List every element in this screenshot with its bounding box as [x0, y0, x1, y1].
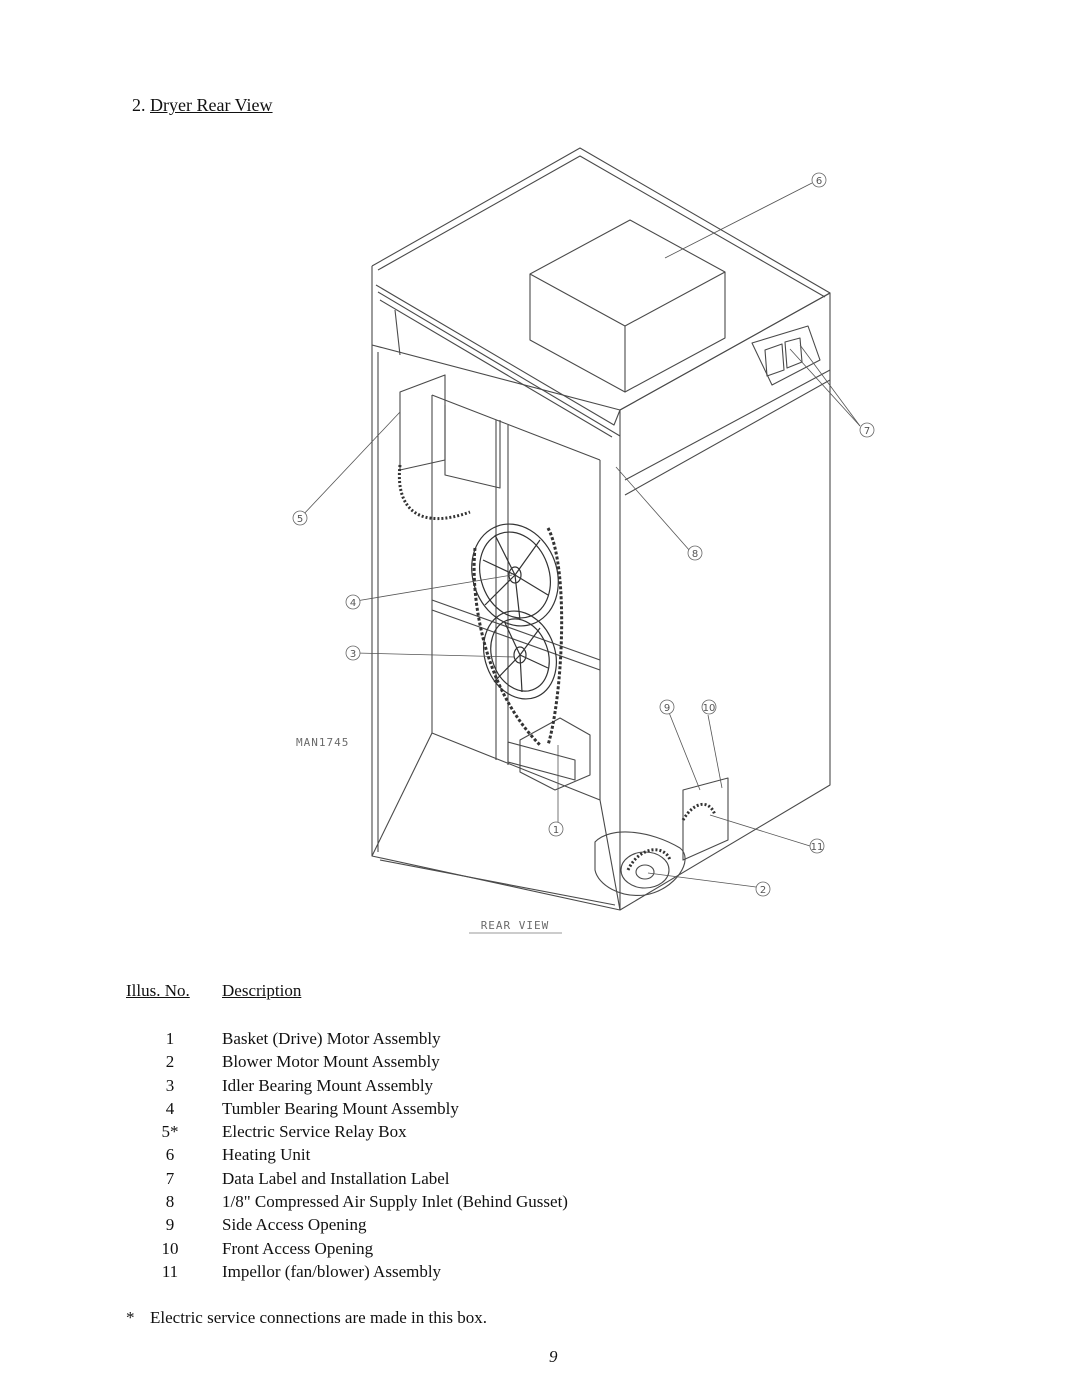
callout-marker-4 [345, 594, 361, 610]
section-title: Dryer Rear View [150, 95, 273, 115]
page-number: 9 [549, 1347, 558, 1366]
section-heading: 2. Dryer Rear View [132, 95, 273, 116]
dryer-rear-view-diagram: 1 2 3 4 5 6 7 8 9 10 11 MAN1745 REAR VIE… [292, 147, 875, 934]
legend-item: 6 Heating Unit [0, 1143, 1080, 1166]
legend-item-number: 9 [165, 1215, 175, 1235]
legend-item: 10 Front Access Opening [0, 1237, 1080, 1260]
legend-item-description: Blower Motor Mount Assembly [222, 1052, 440, 1072]
legend-item: 5* Electric Service Relay Box [0, 1120, 1080, 1143]
legend-item: 8 1/8" Compressed Air Supply Inlet (Behin… [0, 1190, 1080, 1213]
legend-item-description: Idler Bearing Mount Assembly [222, 1075, 434, 1095]
legend-item-description: Tumbler Bearing Mount Assembly [222, 1098, 459, 1118]
view-label: REAR VIEW [481, 919, 550, 932]
callout-marker-2 [755, 881, 771, 897]
pulley-drive [397, 464, 717, 871]
callout-marker-1 [548, 821, 564, 837]
legend-item: 4 Tumbler Bearing Mount Assembly [0, 1097, 1080, 1120]
legend-item: 2 Blower Motor Mount Assembly [0, 1050, 1080, 1073]
legend-item: 3 Idler Bearing Mount Assembly [0, 1074, 1080, 1097]
legend-item: 7 Data Label and Installation Label [0, 1167, 1080, 1190]
footnote: * Electric service connections are made i… [126, 1308, 487, 1328]
legend-num-header: Illus. No. [126, 981, 190, 1000]
legend-item-description: Electric Service Relay Box [222, 1122, 407, 1142]
callout-marker-10 [701, 699, 717, 715]
legend-item-number: 2 [165, 1052, 175, 1072]
legend-item-description: Heating Unit [222, 1145, 311, 1165]
callout-5: 5 [297, 514, 303, 525]
callout-10: 10 [703, 703, 716, 714]
callout-marker-3 [345, 645, 361, 661]
legend-item-number: 8 [165, 1192, 175, 1212]
callout-marker-5 [292, 510, 308, 526]
legend-item-number: 10 [161, 1238, 179, 1258]
drawing-id: MAN1745 [296, 736, 349, 749]
callout-1: 1 [553, 825, 559, 836]
callout-markers [292, 172, 875, 897]
legend-item-number: 4 [165, 1098, 175, 1118]
legend-item-number: 3 [165, 1075, 175, 1095]
legend-item: 1 Basket (Drive) Motor Assembly [0, 1027, 1080, 1050]
legend-item-description: Impellor (fan/blower) Assembly [222, 1261, 442, 1281]
callout-leaders [301, 182, 861, 888]
legend-item-description: 1/8" Compressed Air Supply Inlet (Behind… [222, 1192, 568, 1212]
legend-item: 11 Impellor (fan/blower) Assembly [0, 1260, 1080, 1283]
callout-8: 8 [692, 549, 698, 560]
footnote-mark: * [126, 1308, 135, 1327]
legend-item-description: Side Access Opening [222, 1215, 367, 1235]
footnote-text: Electric service connections are made in… [150, 1308, 488, 1327]
cabinet-outline [371, 147, 831, 911]
section-number: 2. [132, 95, 146, 115]
callout-4: 4 [350, 598, 356, 609]
legend-desc-header: Description [222, 981, 302, 1000]
callout-6: 6 [816, 176, 822, 187]
callout-2: 2 [760, 885, 766, 896]
legend-item-description: Basket (Drive) Motor Assembly [222, 1029, 441, 1048]
legend-item-number: 7 [165, 1168, 175, 1188]
legend-item-description: Front Access Opening [222, 1238, 374, 1258]
callout-numbers: 1 2 3 4 5 6 7 8 9 10 11 [297, 176, 870, 896]
callout-3: 3 [350, 649, 356, 660]
legend-list: 1 Basket (Drive) Motor Assembly 2 Blower M… [0, 1027, 1080, 1283]
callout-marker-9 [659, 699, 675, 715]
callout-marker-6 [811, 172, 827, 188]
legend-item-number: 1 [165, 1029, 175, 1048]
callout-7: 7 [864, 426, 870, 437]
legend-item: 9 Side Access Opening [0, 1213, 1080, 1236]
callout-11: 11 [811, 842, 824, 853]
legend-item-description: Data Label and Installation Label [222, 1168, 450, 1188]
legend-item-number: 11 [161, 1261, 179, 1281]
legend-item-number: 5* [161, 1122, 179, 1142]
callout-9: 9 [664, 703, 670, 714]
callout-marker-11 [809, 838, 825, 854]
legend-item-number: 6 [165, 1145, 175, 1165]
callout-marker-8 [687, 545, 703, 561]
callout-marker-7 [859, 422, 875, 438]
